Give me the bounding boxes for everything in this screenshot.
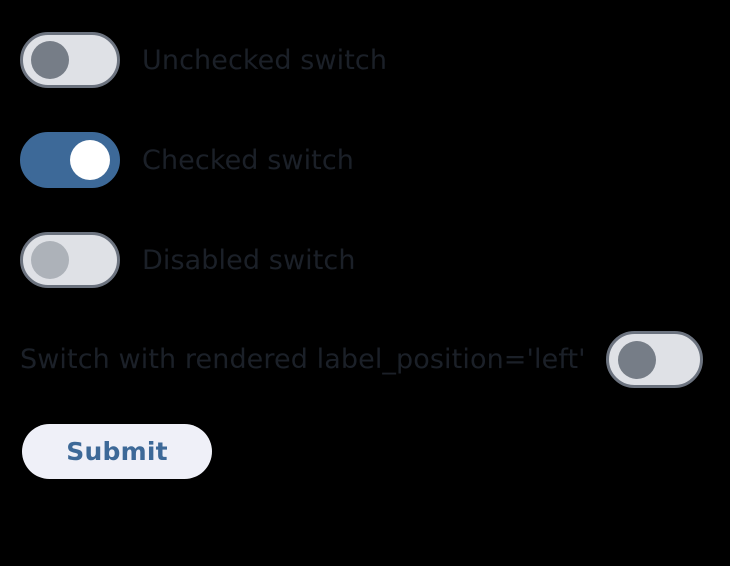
switch-checked[interactable]: [20, 132, 120, 188]
submit-button[interactable]: Submit: [22, 424, 212, 479]
switch-label-checked: Checked switch: [142, 144, 355, 176]
switch-knob-icon: [70, 140, 110, 180]
switch-row-checked: Checked switch: [20, 132, 354, 188]
switch-label-label-left: Switch with rendered label_position='lef…: [20, 344, 586, 375]
switch-row-label-left: Switch with rendered label_position='lef…: [20, 331, 710, 388]
switch-knob-icon: [617, 340, 656, 379]
switch-unchecked[interactable]: [20, 32, 120, 88]
switch-row-disabled: Disabled switch: [20, 232, 356, 288]
switch-label-disabled: Disabled switch: [142, 244, 356, 276]
switch-knob-icon: [31, 41, 69, 79]
switch-label-unchecked: Unchecked switch: [142, 44, 388, 76]
switch-label-left[interactable]: [605, 331, 703, 388]
switch-disabled: [20, 232, 120, 288]
switch-row-unchecked: Unchecked switch: [20, 32, 387, 88]
switch-knob-icon: [31, 241, 69, 279]
